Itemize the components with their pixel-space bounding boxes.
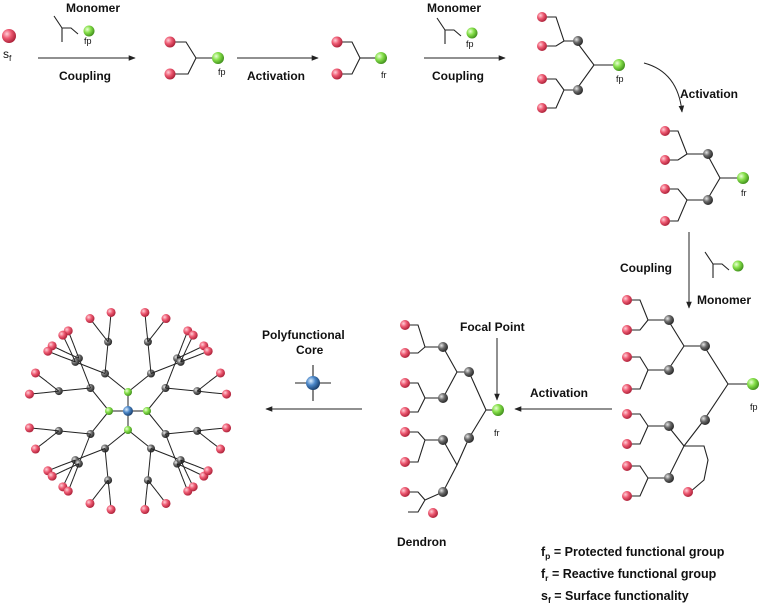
dendrimer-surface-group (188, 482, 198, 492)
dendrimer-surface-group (85, 314, 95, 324)
dendrimer-surface-group (63, 486, 73, 496)
generation-2-protected (537, 12, 625, 113)
monomer-3-icon (704, 251, 744, 278)
polyfunctional-core-icon (295, 365, 331, 401)
dendrimer-surface-group (43, 346, 53, 356)
dendrimer-surface-group (58, 330, 68, 340)
monomer-2-icon (436, 17, 478, 44)
dendrimer-surface-group (140, 307, 150, 317)
generation-2-reactive (660, 126, 749, 226)
fp-tag-gen2: fp (616, 74, 624, 84)
activation-arrow-2 (643, 62, 685, 113)
dendrimer-surface-group (106, 505, 116, 515)
generation-3-protected (622, 295, 759, 501)
sf-tag-s: sf (3, 47, 12, 63)
dendrimer-surface-group (222, 389, 232, 399)
dendrimer-surface-group (203, 346, 213, 356)
fp-tag-gen3: fp (750, 402, 758, 412)
dendron-label: Dendron (397, 535, 446, 549)
dendrimer-surface-group (140, 505, 150, 515)
dendrimer-surface-group (47, 471, 57, 481)
core-label: Core (296, 343, 324, 357)
dendrimer-surface-group (24, 389, 34, 399)
coupling-label-3: Coupling (620, 261, 672, 275)
monomer-label-1: Monomer (66, 1, 120, 15)
activation-label-1: Activation (247, 69, 305, 83)
monomer-label-2: Monomer (427, 1, 481, 15)
dendrimer-surface-group (222, 423, 232, 433)
legend-fp: fp = Protected functional group (541, 545, 725, 561)
dendron (400, 320, 504, 518)
dendrimer-core-link (124, 388, 132, 396)
legend-fr: fr = Reactive functional group (541, 567, 717, 583)
focal-point-label: Focal Point (460, 320, 525, 334)
monomer-label-3: Monomer (697, 293, 751, 307)
dendrimer-core-link (143, 407, 151, 415)
dendrimer-surface-group (215, 368, 225, 378)
surface-sphere-start (2, 29, 16, 43)
dendrimer-core (123, 406, 133, 416)
legend: fp = Protected functional group fr = Rea… (541, 545, 725, 604)
coupling-label-1: Coupling (59, 69, 111, 83)
fp-tag-gen1: fp (218, 67, 226, 77)
dendrimer-surface-group (188, 330, 198, 340)
dendrimer-core-link (105, 407, 113, 415)
coupling-label-2: Coupling (432, 69, 484, 83)
polyfunctional-label: Polyfunctional (262, 328, 345, 342)
dendrimer-core-link (124, 426, 132, 434)
legend-sf: sf = Surface functionality (541, 589, 689, 604)
dendrimer-surface-group (215, 444, 225, 454)
activation-label-3: Activation (530, 386, 588, 400)
fr-tag-dendron: fr (494, 428, 500, 438)
monomer-1-icon (53, 15, 95, 42)
dendrimer-surface-group (31, 444, 41, 454)
dendrimer-surface-group (161, 314, 171, 324)
dendrimer-surface-group (161, 498, 171, 508)
generation-1-reactive (331, 36, 387, 80)
dendrimer-surface-group (85, 498, 95, 508)
fr-tag-gen1: fr (381, 70, 387, 80)
fr-tag-gen2: fr (741, 188, 747, 198)
activation-label-2: Activation (680, 87, 738, 101)
dendrimer (24, 307, 232, 515)
dendrimer-surface-group (24, 423, 34, 433)
dendrimer-surface-group (106, 307, 116, 317)
dendrimer-surface-group (31, 368, 41, 378)
fp-tag-monomer-1: fp (84, 36, 92, 46)
generation-1-protected (164, 36, 224, 80)
fp-tag-monomer-2: fp (466, 39, 474, 49)
dendrimer-surface-group (203, 466, 213, 476)
